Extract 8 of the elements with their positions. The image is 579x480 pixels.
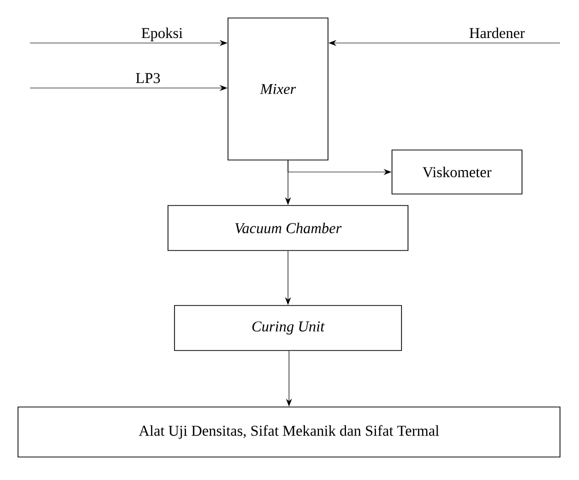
edge-label: Epoksi — [142, 28, 183, 42]
process-box: Vacuum Chamber — [168, 205, 408, 251]
edge-label: LP3 — [136, 73, 160, 84]
process-box: Alat Uji Densitas, Sifat Mekanik dan Sifat Termal — [18, 406, 560, 458]
process-box: Mixer — [228, 18, 328, 160]
process-box: Curing Unit — [174, 305, 402, 351]
process-box: Viskometer — [392, 150, 522, 194]
edge-label: Hardener — [470, 28, 525, 38]
